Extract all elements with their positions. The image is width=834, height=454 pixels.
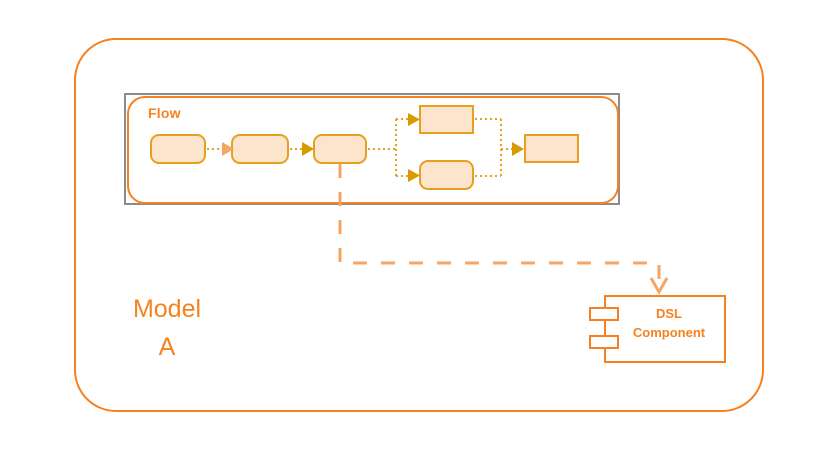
dependency-connector[interactable] bbox=[338, 164, 661, 285]
model-label: Model A bbox=[132, 295, 202, 361]
arrowhead-n2-n3-icon bbox=[302, 142, 314, 156]
flow-title-label: Flow bbox=[148, 105, 181, 121]
flow-selection-outline[interactable] bbox=[124, 93, 620, 205]
arrowhead-n1-n2-icon bbox=[222, 142, 234, 156]
flow-node-1[interactable] bbox=[150, 134, 206, 164]
model-container[interactable] bbox=[74, 38, 764, 412]
dsl-component-label: DSL Component bbox=[632, 306, 706, 340]
flow-node-6[interactable] bbox=[524, 134, 579, 163]
component-tab-upper-icon bbox=[589, 307, 619, 321]
dsl-component-box[interactable] bbox=[604, 295, 726, 363]
component-tab-lower-icon bbox=[589, 335, 619, 349]
arrowhead-merge-n6-icon bbox=[512, 142, 524, 156]
dependency-arrowhead-icon bbox=[649, 277, 669, 296]
flow-node-5[interactable] bbox=[419, 160, 474, 190]
arrowhead-fork-n5-icon bbox=[408, 169, 420, 182]
arrowhead-fork-n4-icon bbox=[408, 113, 420, 126]
